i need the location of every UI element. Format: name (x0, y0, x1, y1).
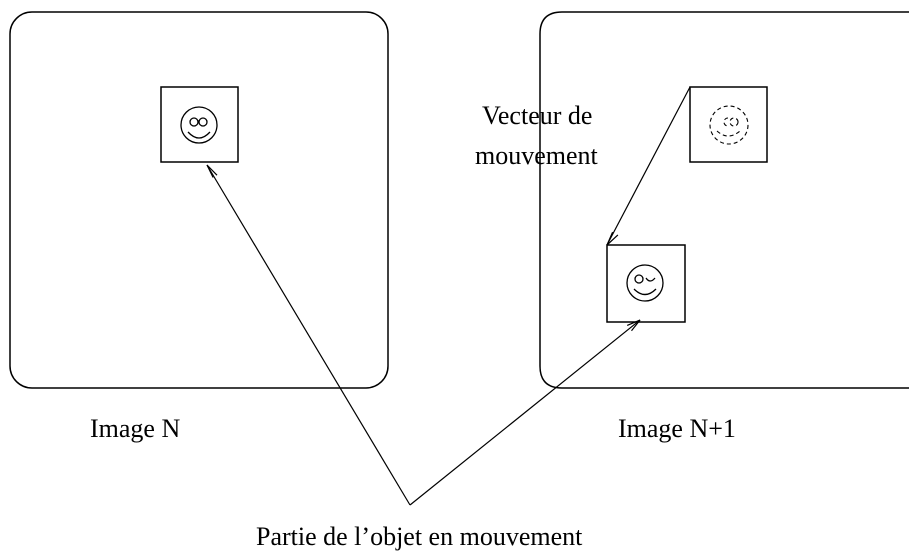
block-image-n1 (606, 244, 686, 323)
label-image-n1: Image N+1 (618, 414, 736, 443)
dashed-smiley-face-icon (709, 105, 749, 145)
motion-vector-arrow (606, 86, 691, 246)
ghost-block-image-n1 (689, 86, 768, 163)
label-moving-part: Partie de l’objet en mouvement (256, 522, 583, 551)
label-image-n: Image N (90, 414, 180, 443)
winking-smiley-face-icon (626, 264, 664, 302)
smiley-face-icon (180, 106, 218, 144)
label-vector-line2: mouvement (475, 141, 599, 170)
frame-image-n (9, 11, 389, 389)
frame-image-n1 (539, 11, 909, 389)
block-image-n (160, 86, 239, 163)
label-vector-line1: Vecteur de (482, 101, 592, 130)
pointer-arrow-image-n (206, 164, 411, 506)
pointer-arrow-image-n1 (409, 319, 641, 506)
